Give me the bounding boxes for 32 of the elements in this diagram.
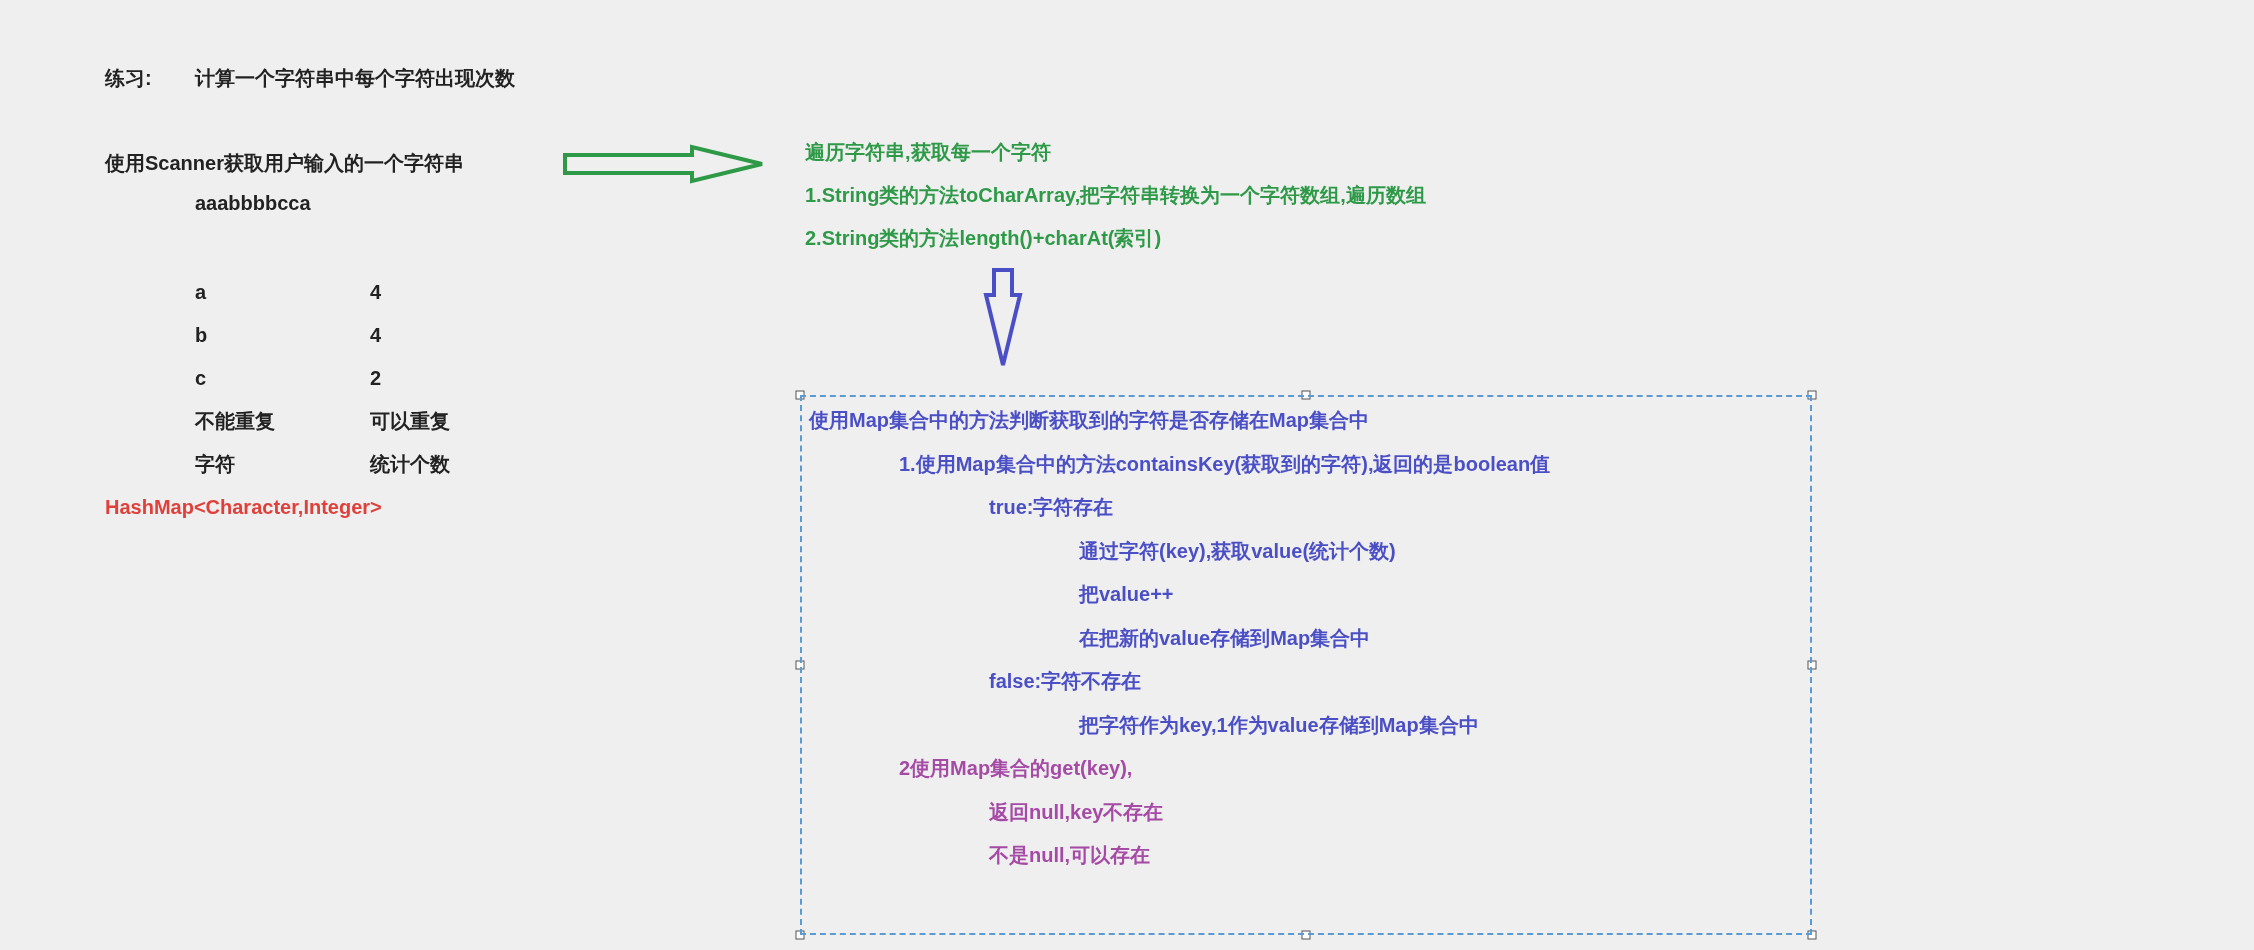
hollow-arrow [563, 144, 764, 184]
table-cell-text: b [195, 323, 208, 348]
sample-string: aaabbbbcca [195, 191, 311, 216]
note-line: 使用Map集合中的方法判断获取到的字符是否存储在Map集合中 [809, 408, 1369, 433]
step-text: 2.String类的方法length()+charAt(索引) [805, 226, 1162, 251]
note-line: 1.使用Map集合中的方法containsKey(获取到的字符),返回的是boolean值 [899, 451, 1551, 477]
note-line: 返回null,key不存在 [989, 799, 1164, 825]
step-text: 1.String类的方法toCharArray,把字符串转换为一个字符数组,遍历数组 [805, 183, 1426, 208]
note-line: 不是null,可以存在 [989, 843, 1151, 868]
table-cell-text: a [195, 280, 207, 305]
table-cell-text: 2 [370, 366, 382, 391]
note-line: 2使用Map集合的get(key), [899, 756, 1133, 781]
step-text: 遍历字符串,获取每一个字符 [805, 140, 1051, 165]
note-line: 把value++ [1079, 582, 1174, 607]
heading-text: 计算一个字符串中每个字符出现次数 [195, 66, 515, 91]
note-line: 通过字符(key),获取value(统计个数) [1079, 538, 1396, 564]
table-cell-text: 4 [370, 323, 382, 348]
table-cell-text: 可以重复 [370, 409, 450, 434]
note-line: 把字符作为key,1作为value存储到Map集合中 [1079, 712, 1479, 738]
note-line: false:字符不存在 [989, 669, 1142, 694]
table-cell-text: 字符 [195, 452, 235, 477]
table-cell-text: 不能重复 [195, 409, 275, 434]
table-cell-text: 4 [370, 280, 382, 305]
dashed-frame [800, 395, 1812, 935]
note-line: true:字符存在 [989, 495, 1114, 520]
hollow-arrow [983, 268, 1023, 367]
table-cell-text: c [195, 366, 207, 391]
type-declaration: HashMap<Character,Integer> [105, 495, 382, 520]
note-line: 在把新的value存储到Map集合中 [1079, 625, 1371, 651]
table-cell-text: 统计个数 [370, 452, 450, 477]
heading-label: 练习: [105, 66, 152, 91]
prompt-text: 使用Scanner获取用户输入的一个字符串 [105, 151, 464, 176]
